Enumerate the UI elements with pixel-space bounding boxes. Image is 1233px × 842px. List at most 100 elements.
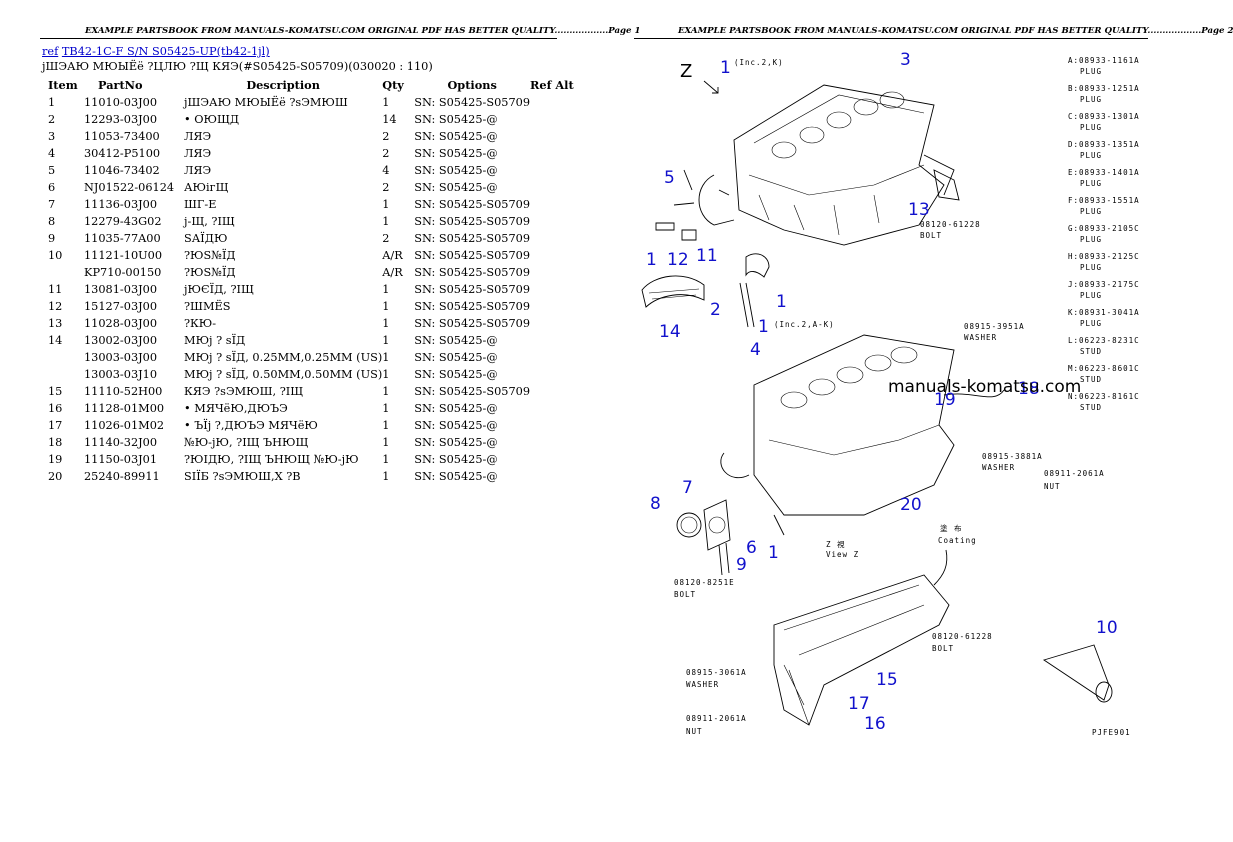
cell-refalt [530,230,590,247]
cell-item: 10 [48,249,63,262]
legend-code: E:08933-1401A [1068,168,1140,177]
label-nut2-code: 08911-2061A [686,714,747,723]
cell-options: SN: S05425-@ [414,130,498,143]
cell-refalt [530,111,590,128]
label-nut1-code: 08911-2061A [1044,469,1105,478]
col-item-header: Item [48,78,78,92]
label-coating-jp: 塗 布 [940,523,963,533]
cell-item: 4 [48,147,56,160]
col-partno-header: PartNo [98,78,143,92]
cell-options: SN: S05425-S05709 [414,283,531,296]
cell-item: 1 [48,96,56,109]
cell-description: ?ШМЁS [184,300,231,313]
cell-options: SN: S05425-@ [414,147,498,160]
cell-options: SN: S05425-@ [414,453,498,466]
callout-5: 5 [664,168,675,188]
cell-refalt [530,94,590,111]
cell-refalt [530,196,590,213]
cell-refalt [530,366,590,383]
label-bolt1-code: 08120-61228 [920,220,981,229]
cell-partno: 30412-P5100 [84,147,161,160]
cell-qty: 1 [382,368,390,381]
legend-code: D:08933-1351A [1068,140,1140,149]
cell-description: ?ЮIДЮ, ?IЩ ЪНЮЩ №Ю-jЮ [184,453,359,466]
cell-item: 20 [48,470,63,483]
cell-item: 12 [48,300,63,313]
cell-description: КЯЭ ?sЭМЮШ, ?IЩ [184,385,304,398]
cell-partno: 11121-10U00 [84,249,163,262]
cell-description: ?ЮS№ЇД [184,249,236,262]
bearings-and-seals [641,169,960,328]
cell-partno: KP710-00150 [84,266,162,279]
cell-item: 8 [48,215,56,228]
cell-item: 2 [48,113,56,126]
cell-item: 19 [48,453,63,466]
cell-options: SN: S05425-S05709 [414,385,531,398]
cell-description: МЮj ? sЇД [184,334,246,347]
col-refalt-header: Ref Alt [530,78,574,92]
cell-qty: 1 [382,96,390,109]
cell-qty: 1 [382,385,390,398]
cell-qty: 1 [382,334,390,347]
legend-name: PLUG [1080,235,1102,244]
cell-description: ЛЯЭ [184,147,212,160]
cell-description: АЮiгЩ [184,181,229,194]
label-inc-2k: (Inc.2,K) [734,58,784,67]
label-nut1-name: NUT [1044,482,1061,491]
cell-partno: 13003-03J00 [84,351,158,364]
label-inc-2ak: (Inc.2,A-K) [774,320,835,329]
legend-code: K:08931-3041A [1068,308,1140,317]
legend-code: A:08933-1161A [1068,56,1140,65]
exploded-parts-diagram: Z [641,50,1140,737]
cell-refalt [530,315,590,332]
parts-table: Item PartNo Description Qty Options Ref … [42,77,590,485]
cell-description: МЮj ? sЇД, 0.50MM,0.50MM (US) [184,368,383,381]
cell-item: 14 [48,334,63,347]
cell-description: SIЇБ ?sЭМЮШ,Х ?В [184,470,301,483]
callout-12: 12 [667,250,689,270]
cell-options: SN: S05425-S05709 [414,232,531,245]
cell-partno: 11136-03J00 [84,198,158,211]
cell-refalt [530,383,590,400]
legend-name: STUD [1080,403,1102,412]
label-bolt1-name: BOLT [920,231,942,240]
cell-options: SN: S05425-@ [414,402,498,415]
callout-1b: 1 [646,250,657,270]
callout-11: 11 [696,246,718,266]
cell-qty: A/R [382,249,403,262]
cell-item: 16 [48,402,63,415]
label-bolt3-code: 08120-61228 [932,632,993,641]
cell-item: 17 [48,419,63,432]
cell-refalt [530,179,590,196]
cell-partno: 15127-03J00 [84,300,158,313]
cell-description: №Ю-jЮ, ?IЩ ЪНЮЩ [184,436,309,449]
cell-refalt [530,451,590,468]
ref-model-link[interactable]: TB42-1C-F S/N S05425-UP(tb42-1jl) [61,45,270,58]
callout-6: 6 [746,538,757,558]
cell-partno: 12279-43G02 [84,215,162,228]
legend-code: G:08933-2105C [1068,224,1140,233]
ref-prefix-link[interactable]: ref [42,45,59,58]
legend-name: PLUG [1080,319,1102,328]
cell-refalt [530,281,590,298]
col-qty-header: Qty [382,78,404,92]
reference-line: ref TB42-1C-F S/N S05425-UP(tb42-1jl) [42,45,270,58]
cell-partno: 11026-01M02 [84,419,165,432]
legend-name: PLUG [1080,263,1102,272]
cell-qty: 1 [382,317,390,330]
cell-qty: 1 [382,453,390,466]
watermark-text: manuals-komatsu.com [888,377,1081,397]
cell-item: 5 [48,164,56,177]
label-nut2-name: NUT [686,727,703,736]
cell-description: SАЇДЮ [184,232,228,245]
legend-name: PLUG [1080,95,1102,104]
